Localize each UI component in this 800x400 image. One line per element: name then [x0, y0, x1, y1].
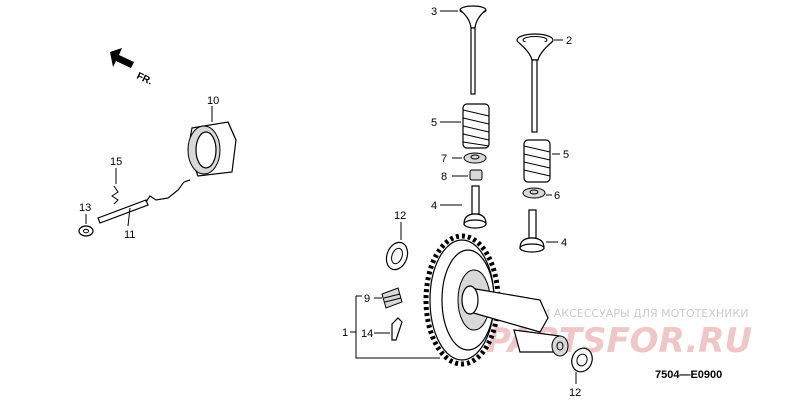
part-10-governor-holder	[187, 121, 237, 177]
callout-10: 10	[207, 95, 219, 107]
callout-2: 2	[566, 35, 572, 47]
part-11-governor-shaft	[97, 179, 191, 227]
part-4-tappet-left	[463, 185, 487, 229]
part-4-tappet-right	[519, 209, 545, 253]
part-5-valve-spring-left	[462, 103, 490, 149]
callout-7: 7	[441, 153, 447, 165]
callout-5-right: 5	[563, 149, 569, 161]
part-6-valve-retainer-right	[522, 187, 546, 199]
callout-13: 13	[79, 202, 91, 214]
callout-1: 1	[342, 327, 348, 339]
part-15-clip	[111, 185, 119, 205]
callout-12-lower: 12	[569, 387, 581, 399]
part-5-valve-spring-right	[523, 139, 551, 183]
callout-4-right: 4	[561, 237, 567, 249]
callout-8: 8	[441, 171, 447, 183]
front-direction-arrow-icon: FR.	[110, 48, 154, 88]
part-1-camshaft-gear	[423, 233, 569, 367]
part-8-valve-rotator	[469, 169, 483, 181]
callout-3: 3	[431, 6, 437, 18]
part-9-governor-weight	[381, 287, 403, 309]
callout-11: 11	[124, 229, 135, 241]
part-14-pin	[391, 317, 403, 341]
diagram-code: 7504—E0900	[655, 369, 722, 381]
part-2-valve-right	[516, 33, 554, 133]
callout-14: 14	[361, 328, 373, 340]
part-7-valve-retainer	[463, 152, 487, 164]
callout-12-upper: 12	[394, 210, 406, 222]
part-13-washer	[78, 225, 94, 237]
part-3-valve-left	[459, 5, 487, 95]
front-direction-label: FR.	[135, 71, 154, 88]
callout-9: 9	[364, 293, 370, 305]
callout-4-left: 4	[431, 200, 437, 212]
callout-5-left: 5	[431, 117, 437, 129]
callout-6: 6	[554, 190, 560, 202]
callout-15: 15	[110, 156, 122, 168]
part-12-washer-upper	[385, 241, 409, 271]
part-12-washer-lower	[571, 347, 593, 373]
